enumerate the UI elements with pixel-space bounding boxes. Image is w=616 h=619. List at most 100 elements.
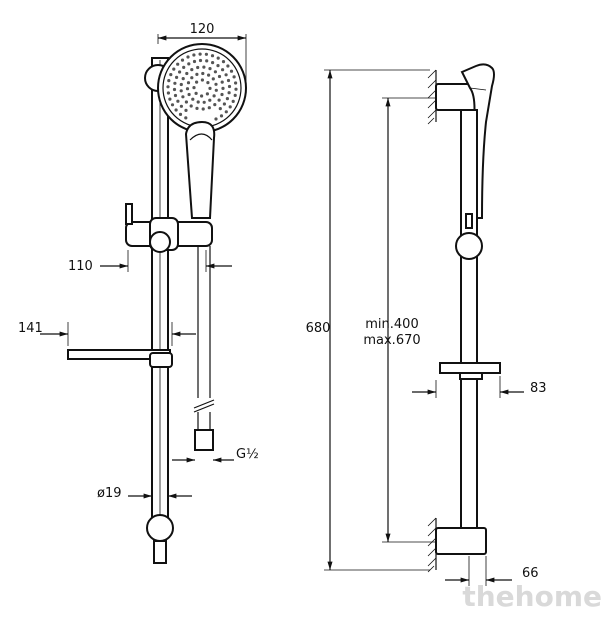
nozzle-dot xyxy=(184,108,188,112)
nozzle-dot xyxy=(229,69,234,73)
bottom-wall-bracket xyxy=(146,514,174,564)
dimension-adjustable: min.400 max.670 xyxy=(363,97,436,543)
dim-label-66: 66 xyxy=(522,566,539,581)
nozzle-dot xyxy=(214,88,218,92)
nozzle-dot xyxy=(202,100,206,104)
wall-hatch-top xyxy=(427,69,437,125)
nozzle-dot xyxy=(195,80,199,84)
nozzle-dot xyxy=(173,93,178,98)
nozzle-dot xyxy=(227,91,231,95)
hand-shower-head xyxy=(157,43,247,219)
side-rail xyxy=(460,109,478,529)
dim-label-680: 680 xyxy=(306,321,331,336)
watermark-logo: thehome xyxy=(462,580,602,613)
nozzle-dot xyxy=(214,82,218,86)
nozzle-dot xyxy=(178,112,183,116)
nozzle-dot xyxy=(169,73,173,77)
nozzle-dot xyxy=(187,62,191,66)
dim-label-min: min.400 xyxy=(365,317,418,332)
nozzle-dot xyxy=(190,68,194,72)
nozzle-dot xyxy=(178,70,182,74)
side-slider xyxy=(455,232,483,260)
nozzle-dot xyxy=(212,94,216,98)
nozzle-dot xyxy=(192,53,196,57)
nozzle-dot xyxy=(217,98,221,102)
nozzle-dot xyxy=(201,107,205,111)
nozzle-dot xyxy=(190,76,194,80)
nozzle-dot xyxy=(221,68,225,72)
nozzle-dot xyxy=(184,100,188,104)
nozzle-dot xyxy=(167,79,171,83)
nozzle-dot xyxy=(175,75,179,79)
nozzle-dot xyxy=(179,104,183,108)
dimension-wall-offset: 66 xyxy=(445,556,539,586)
dim-label-83: 83 xyxy=(530,381,547,396)
nozzle-dot xyxy=(174,108,178,112)
nozzle-dot xyxy=(233,93,237,97)
nozzle-dot xyxy=(168,97,172,101)
dimension-bracket-depth: 110 xyxy=(68,250,232,274)
nozzle-dot xyxy=(207,73,211,77)
nozzle-dot xyxy=(210,54,215,58)
nozzle-dot xyxy=(194,91,198,95)
nozzle-dot xyxy=(172,67,176,71)
nozzle-dot xyxy=(201,71,205,76)
nozzle-dot xyxy=(206,81,210,85)
nozzle-dot xyxy=(195,72,199,76)
nozzle-dot xyxy=(232,75,236,79)
nozzle-dot xyxy=(195,106,199,110)
dimension-pipe-diameter: ø19 xyxy=(97,486,192,501)
nozzle-dot xyxy=(187,92,191,97)
nozzle-dot xyxy=(228,105,232,109)
shower-holder-slider xyxy=(125,203,213,253)
nozzle-dot xyxy=(192,59,197,64)
front-view: 120 110 141 G½ ø19 xyxy=(18,22,259,564)
nozzle-dot xyxy=(216,56,220,60)
nozzle-dot xyxy=(224,73,228,77)
nozzle-dot xyxy=(191,97,195,101)
dimension-connection: G½ xyxy=(172,447,259,463)
nozzle-dot xyxy=(221,60,226,64)
side-view: 680 min.400 max.670 83 66 xyxy=(306,63,547,586)
nozzle-dot xyxy=(192,86,196,90)
dim-label-120: 120 xyxy=(190,22,215,37)
nozzle-dot xyxy=(182,65,186,69)
nozzle-dot xyxy=(184,116,188,120)
nozzle-dot xyxy=(186,55,190,59)
nozzle-dot xyxy=(220,92,224,97)
side-soap-dish xyxy=(439,362,501,380)
nozzle-dot xyxy=(208,86,212,90)
nozzle-dot xyxy=(189,104,193,108)
nozzle-dot xyxy=(173,81,177,85)
nozzle-dot xyxy=(185,71,189,76)
nozzle-dot xyxy=(221,86,225,90)
dim-label-110: 110 xyxy=(68,259,93,274)
nozzle-dot xyxy=(208,67,212,71)
dim-label-diameter: ø19 xyxy=(97,486,122,501)
nozzle-dot xyxy=(179,89,183,93)
dimension-overall-height: 680 xyxy=(306,69,430,571)
nozzle-dot xyxy=(219,114,224,118)
nozzle-dot xyxy=(196,100,200,104)
nozzle-dot xyxy=(220,80,224,84)
nozzle-dot xyxy=(198,58,203,63)
nozzle-dot xyxy=(170,103,175,107)
nozzle-dot xyxy=(185,87,190,91)
shower-hose xyxy=(193,246,215,451)
nozzle-dot xyxy=(166,91,170,95)
nozzle-dot xyxy=(176,99,180,103)
nozzle-dot xyxy=(227,84,232,89)
nozzle-dot xyxy=(205,92,209,96)
nozzle-dot xyxy=(224,110,228,114)
nozzle-dot xyxy=(172,87,177,92)
nozzle-dot xyxy=(216,64,220,68)
nozzle-dot xyxy=(179,82,183,87)
dim-label-141: 141 xyxy=(18,321,43,336)
nozzle-dot xyxy=(207,106,211,110)
nozzle-dot xyxy=(214,117,218,121)
nozzle-dot xyxy=(186,81,191,85)
nozzle-dot xyxy=(226,78,231,83)
wall-hatch-bottom xyxy=(427,517,437,573)
nozzle-dot xyxy=(198,52,202,56)
